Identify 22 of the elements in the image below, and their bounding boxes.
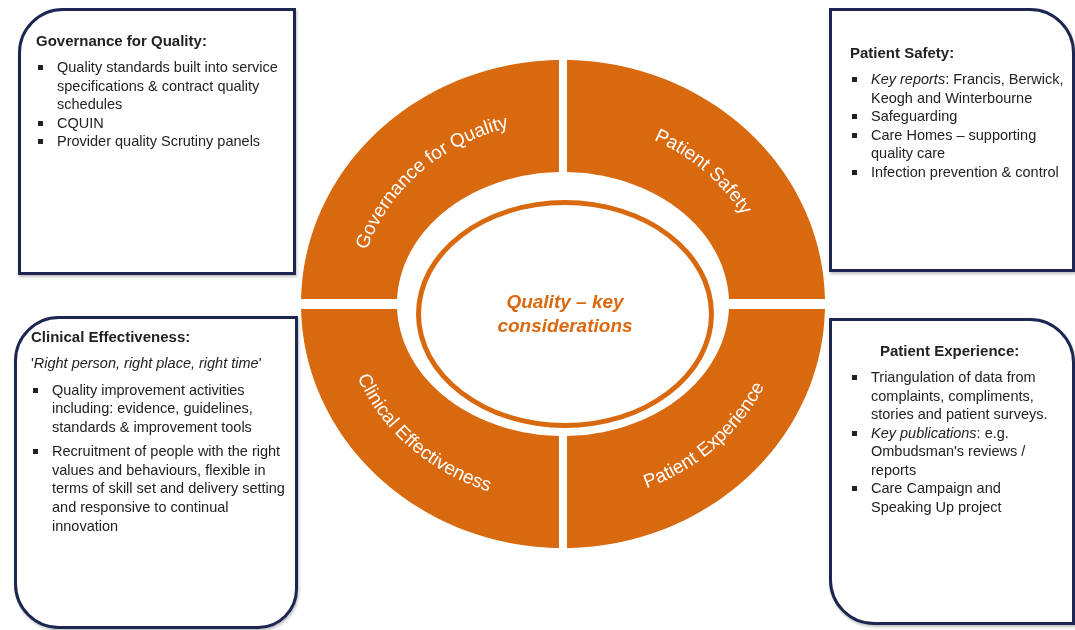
- bullet-text: Safeguarding: [871, 107, 958, 126]
- bullet-text: Quality improvement activities including: evidence, guidelines, standards & improvement tools: [52, 380, 254, 437]
- bullet-text: Key reports: Francis, Berwick, Keogh and Winterbourne: [871, 70, 1065, 108]
- bullet-text: Provider quality Scrutiny panels: [57, 132, 261, 151]
- bullet-text: Triangulation of data from complaints, compliments, stories and patient surveys.: [871, 368, 1049, 424]
- text-panel: [829, 8, 1075, 272]
- panel-heading: Patient Safety:: [850, 43, 956, 63]
- bullet-text: Key publications: e.g. Ombudsman's reviews / reports: [871, 423, 1027, 480]
- centre-title: Quality – key considerations: [496, 290, 634, 338]
- bullet-text: Recruitment of people with the right values and behaviours, flexible in terms of skill set and delivery setting and responsive to continual innovation: [52, 442, 286, 536]
- quote-text: 'Right person, right place, right time': [31, 354, 263, 373]
- text-panel: [829, 318, 1075, 625]
- panel-heading: Governance for Quality:: [36, 31, 208, 51]
- bullet-text: Care Campaign and Speaking Up project: [871, 479, 1003, 517]
- bullet-text: CQUIN: [57, 113, 104, 133]
- panel-heading: Patient Experience:: [880, 341, 1021, 361]
- bullet-text: Quality standards built into service specifications & contract quality schedules: [57, 58, 279, 114]
- text-panel: [14, 316, 298, 629]
- bullet-text: Care Homes – supporting quality care: [871, 125, 1038, 163]
- bullet-text: Infection prevention & control: [871, 162, 1059, 182]
- panel-heading: Clinical Effectiveness:: [31, 327, 192, 347]
- text-panel: [18, 8, 296, 275]
